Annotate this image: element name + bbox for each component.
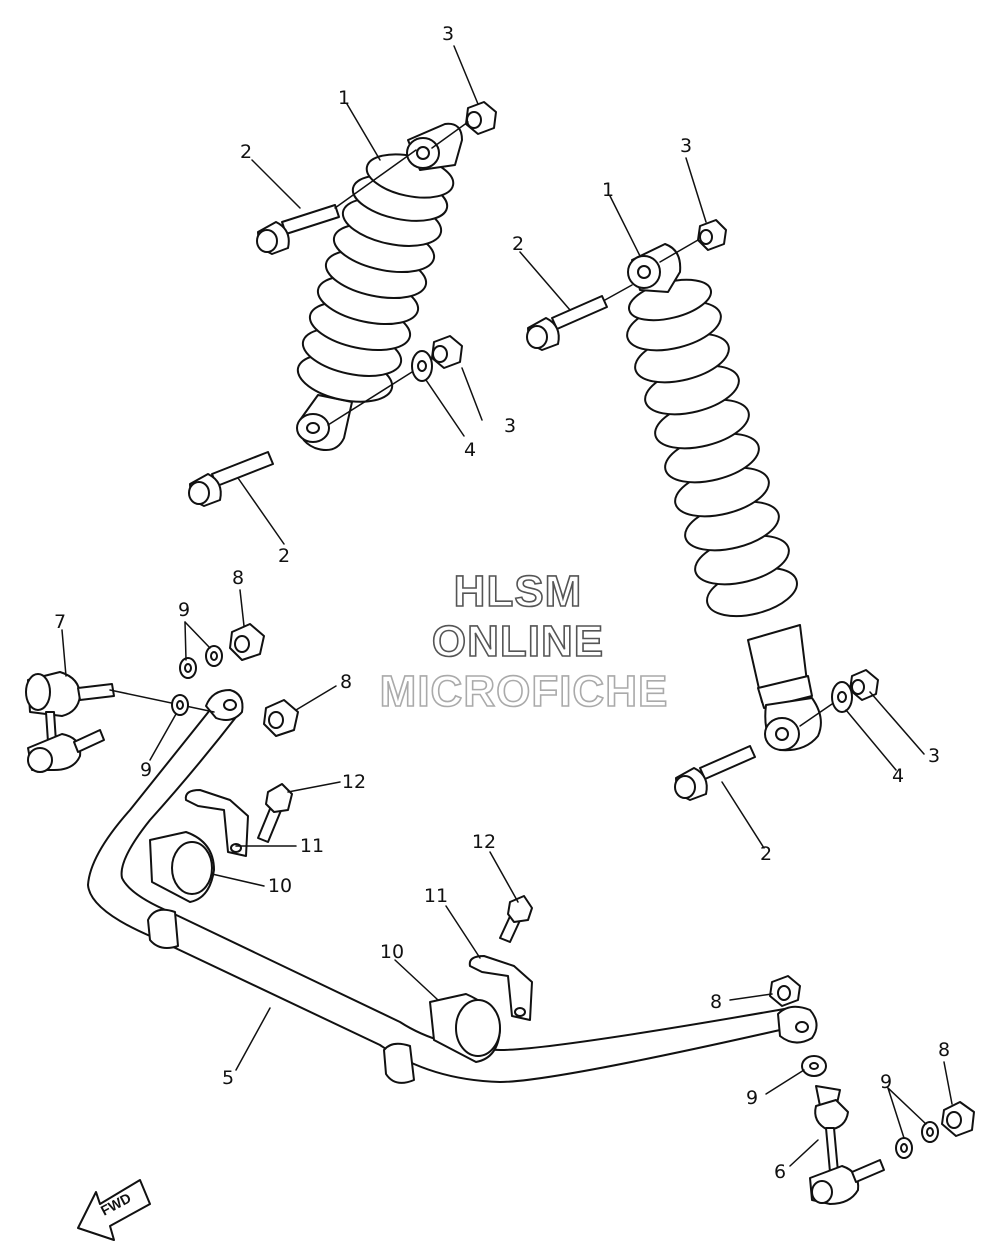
bushing-right — [429, 993, 501, 1063]
callout-2: 2 — [240, 141, 252, 163]
callout-3: 3 — [680, 135, 692, 157]
washer-9 — [171, 645, 939, 1159]
nut-left-lower — [431, 335, 463, 369]
nut-left-upper — [465, 101, 497, 135]
right-shock-absorber — [626, 243, 822, 752]
watermark: HLSM ONLINE MICROFICHE — [379, 566, 669, 717]
bolt-right-upper — [526, 295, 608, 351]
nut-8-b — [263, 699, 299, 737]
nut-8-a — [229, 623, 265, 661]
callout-3: 3 — [928, 745, 940, 767]
callout-2: 2 — [512, 233, 524, 255]
callout-8: 8 — [232, 567, 244, 589]
bolt-12-left — [257, 783, 293, 843]
callout-8: 8 — [938, 1039, 950, 1061]
link-rod-right — [809, 1085, 885, 1205]
callout-10: 10 — [380, 941, 404, 963]
callouts: 1 1 2 2 2 2 3 3 3 3 4 4 5 6 7 8 8 8 8 9 … — [54, 23, 950, 1183]
callout-9: 9 — [178, 599, 190, 621]
callout-5: 5 — [222, 1067, 234, 1089]
nut-8-c — [769, 975, 801, 1007]
callout-10: 10 — [268, 875, 292, 897]
washer-right — [831, 681, 853, 713]
callout-4: 4 — [892, 765, 904, 787]
bracket-right — [468, 955, 533, 1021]
watermark-line-1: HLSM — [454, 567, 583, 616]
callout-6: 6 — [774, 1161, 786, 1183]
nut-8-d — [941, 1101, 975, 1137]
callout-8: 8 — [340, 671, 352, 693]
callout-2: 2 — [760, 843, 772, 865]
bolt-left-lower — [188, 451, 274, 507]
axis-line — [604, 284, 633, 301]
bolt-12-right — [499, 895, 533, 943]
callout-8: 8 — [710, 991, 722, 1013]
nut-right-upper — [697, 219, 727, 251]
forward-direction-arrow: FWD — [77, 1179, 151, 1241]
bolt-right-lower — [674, 745, 756, 801]
watermark-line-3: MICROFICHE — [380, 667, 669, 716]
callout-3: 3 — [504, 415, 516, 437]
axis-line — [334, 149, 417, 209]
stabilizer-bar — [87, 689, 818, 1084]
callout-9: 9 — [880, 1071, 892, 1093]
link-rod-left — [25, 671, 115, 773]
bushing-left — [149, 831, 215, 903]
callout-2: 2 — [278, 545, 290, 567]
callout-11: 11 — [424, 885, 448, 907]
callout-3: 3 — [442, 23, 454, 45]
watermark-line-2: ONLINE — [432, 617, 604, 666]
callout-1: 1 — [338, 87, 350, 109]
callout-12: 12 — [342, 771, 366, 793]
left-shock-absorber — [296, 122, 463, 451]
callout-9: 9 — [746, 1087, 758, 1109]
callout-1: 1 — [602, 179, 614, 201]
callout-9: 9 — [140, 759, 152, 781]
callout-11: 11 — [300, 835, 324, 857]
callout-4: 4 — [464, 439, 476, 461]
callout-7: 7 — [54, 611, 66, 633]
washer-left — [411, 350, 433, 382]
bolt-left-upper — [256, 204, 340, 255]
callout-12: 12 — [472, 831, 496, 853]
leader-lines — [61, 45, 953, 1167]
